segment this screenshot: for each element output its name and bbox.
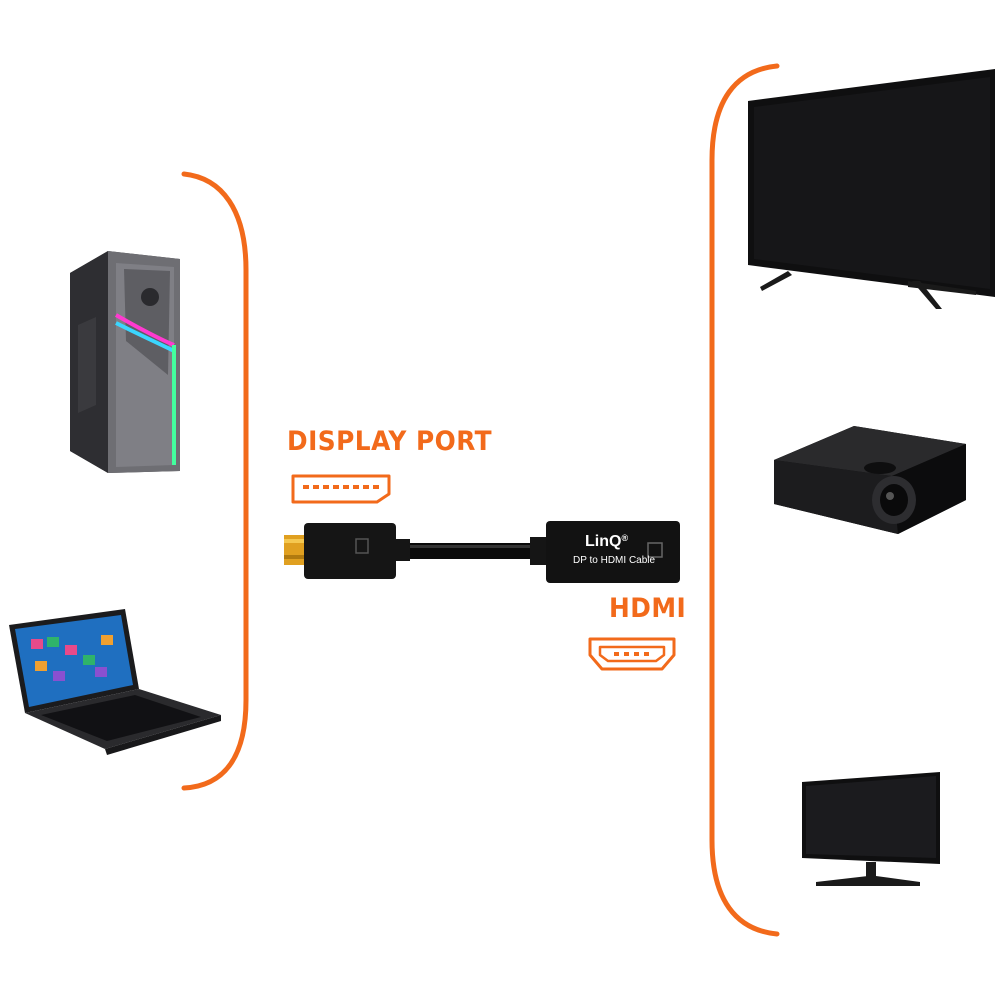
displayport-port-icon	[291, 474, 391, 504]
desktop-tower-icon	[70, 251, 180, 473]
projector-icon	[774, 426, 966, 534]
hdmi-port-icon	[588, 637, 676, 671]
dp-to-hdmi-cable	[284, 521, 680, 583]
hdmi-label: HDMI	[609, 593, 687, 624]
laptop-icon	[9, 609, 221, 755]
adapter-brand: LinQ®	[585, 533, 629, 550]
tv-icon	[748, 69, 995, 309]
displayport-label: DISPLAY PORT	[287, 426, 493, 457]
monitor-icon	[802, 772, 940, 886]
adapter-caption: DP to HDMI Cable	[573, 555, 656, 566]
